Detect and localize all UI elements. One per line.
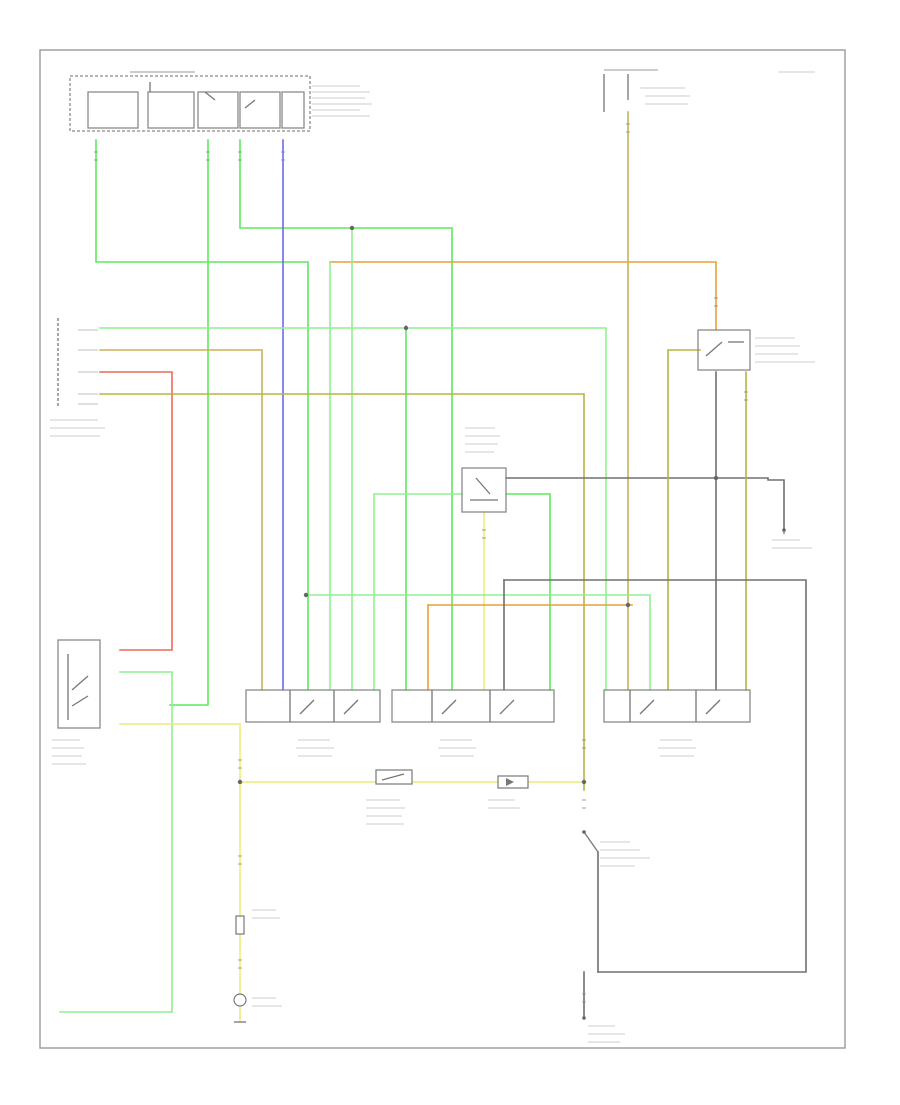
junction-6 [237,779,243,785]
wire-yellow-main [119,723,241,1021]
junction-7 [581,779,587,785]
ignition-switch [52,639,101,765]
diode [488,775,529,809]
relay-block-left [245,689,381,757]
wire-black-loop [503,579,807,973]
fuse-box-right [603,69,815,112]
junction-5 [713,475,719,481]
ground-right-upper [772,528,812,549]
junction-4 [625,602,631,608]
relay-block-center [391,689,555,757]
wire-green-2 [169,139,209,706]
wire-olive-right [667,349,701,691]
thermo-switch [582,830,650,867]
body-control-module [50,318,105,437]
relay-block-right [603,689,751,757]
wire-orange-top [329,261,717,331]
connector-ticks [94,123,748,1003]
wire-black-ground [505,477,785,529]
junction-1 [349,225,355,231]
junction-2 [403,325,409,331]
ground-right-lower [582,1016,625,1043]
junction-3 [303,592,309,598]
wire-red [99,371,173,651]
ac-pressure-switch [366,769,413,825]
wire-center-right [505,493,551,691]
wire-bcm-1 [99,327,607,691]
wire-bcm-olive [99,393,585,791]
center-relay-module [461,427,507,513]
fuse-box [69,71,372,132]
wire-ign-green [59,671,173,1013]
wire-green-bus [305,594,651,691]
diagram-frame [39,49,846,1049]
wire-center-left [373,493,463,691]
ac-compressor [233,909,282,1023]
wire-bcm-2 [99,349,263,691]
wire-green-1 [95,139,309,691]
upper-right-relay [697,329,815,371]
wire-green-3 [239,139,453,691]
